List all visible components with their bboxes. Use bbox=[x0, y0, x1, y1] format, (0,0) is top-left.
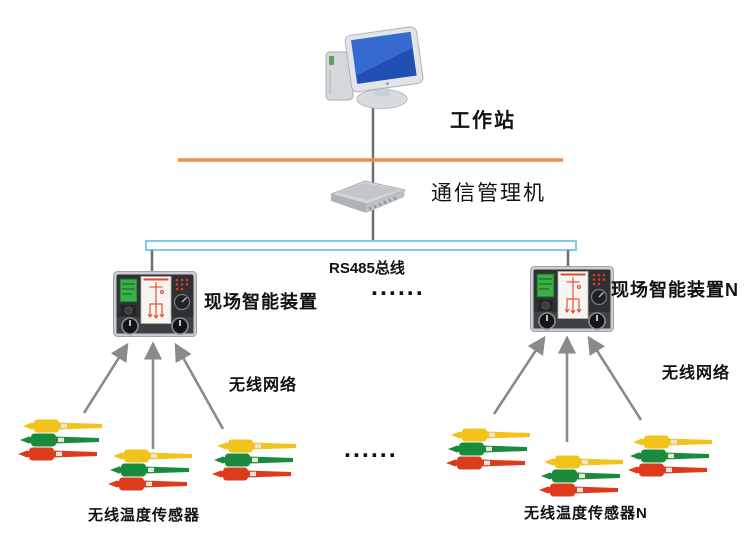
arrow-sensor3-to-device-right bbox=[587, 335, 643, 421]
sensor-group-right-1 bbox=[446, 428, 530, 470]
clamp-temperature-sensor-icon bbox=[446, 456, 525, 470]
sensor-group-left-1 bbox=[18, 419, 102, 461]
sensors-right-label: 无线温度传感器N bbox=[524, 505, 648, 522]
wireless-arrows-right bbox=[492, 335, 643, 442]
clamp-temperature-sensor-icon bbox=[451, 428, 530, 442]
clamp-temperature-sensor-icon bbox=[212, 467, 291, 481]
clamp-temperature-sensor-icon bbox=[20, 433, 99, 447]
clamp-temperature-sensor-icon bbox=[541, 469, 620, 483]
comm-gateway-box-icon bbox=[329, 180, 407, 213]
arrow-sensor1-to-device-left bbox=[82, 342, 129, 414]
clamp-temperature-sensor-icon bbox=[108, 477, 187, 491]
clamp-temperature-sensor-icon bbox=[539, 483, 618, 497]
sensor-group-left-2 bbox=[108, 449, 192, 491]
rs485-bus-bar bbox=[145, 240, 577, 251]
wireless-network-left-label: 无线网络 bbox=[229, 377, 298, 394]
clamp-temperature-sensor-icon bbox=[110, 463, 189, 477]
intelligent-device-panel-icon-left bbox=[112, 270, 198, 338]
arrow-sensor1-to-device-right bbox=[492, 335, 546, 415]
wireless-network-right-label: 无线网络 bbox=[662, 365, 731, 382]
wireless-arrows-left bbox=[82, 341, 225, 449]
clamp-temperature-sensor-icon bbox=[544, 455, 623, 469]
arrow-sensor3-to-device-left bbox=[174, 342, 225, 430]
devices-ellipsis: ...... bbox=[371, 273, 425, 301]
intelligent-device-panel-icon-right bbox=[529, 265, 615, 333]
sensor-group-left-3 bbox=[212, 439, 296, 481]
monitor bbox=[344, 26, 424, 93]
clamp-temperature-sensor-icon bbox=[23, 419, 102, 433]
clamp-temperature-sensor-icon bbox=[448, 442, 527, 456]
sensors-ellipsis: ...... bbox=[344, 435, 398, 463]
workstation-label: 工作站 bbox=[450, 110, 516, 132]
clamp-temperature-sensor-icon bbox=[217, 439, 296, 453]
device-right-label: 现场智能装置N bbox=[611, 280, 739, 300]
sensor-group-right-2 bbox=[539, 455, 623, 497]
clamp-temperature-sensor-icon bbox=[18, 447, 97, 461]
device-left-label: 现场智能装置 bbox=[204, 292, 318, 312]
gateway-vents bbox=[368, 196, 397, 211]
gateway-label: 通信管理机 bbox=[431, 182, 546, 205]
clamp-temperature-sensor-icon bbox=[628, 463, 707, 477]
sensors-left-label: 无线温度传感器 bbox=[88, 507, 201, 524]
clamp-temperature-sensor-icon bbox=[113, 449, 192, 463]
clamp-temperature-sensor-icon bbox=[630, 449, 709, 463]
clamp-temperature-sensor-icon bbox=[214, 453, 293, 467]
desktop-computer-icon bbox=[325, 26, 424, 109]
rs485-bus-label: RS485总线 bbox=[329, 260, 405, 277]
sensor-group-right-3 bbox=[628, 435, 712, 477]
clamp-temperature-sensor-icon bbox=[633, 435, 712, 449]
